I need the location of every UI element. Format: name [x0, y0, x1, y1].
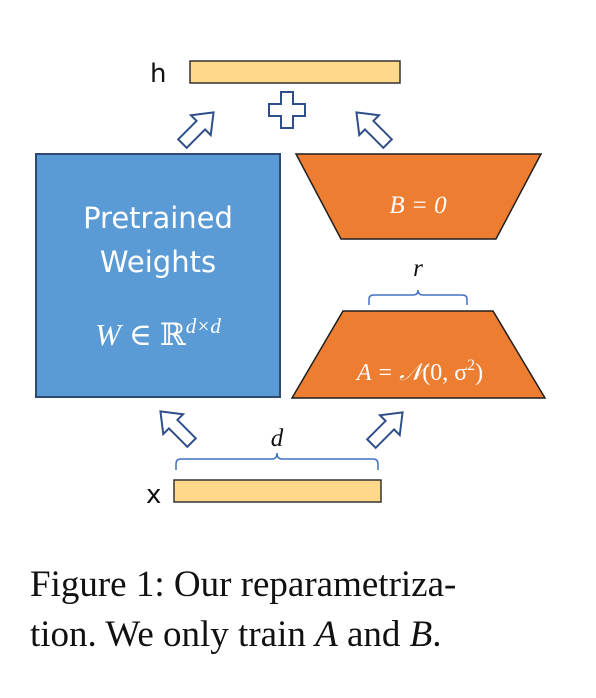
caption-var-a: A — [315, 614, 338, 655]
matrix-a-formula: A = 𝒩(0, σ2) — [355, 357, 483, 386]
pretrained-label-line1: Pretrained — [83, 201, 233, 235]
input-vector-x — [173, 479, 382, 503]
caption-period: . — [432, 614, 442, 655]
rank-label: r — [413, 255, 423, 282]
formula-element-of: ∈ — [129, 317, 152, 352]
caption-and: and — [337, 614, 410, 655]
arrow-pretrained-to-output — [176, 111, 215, 150]
arrow-input-to-lora — [365, 411, 404, 450]
matrix-a-close: ) — [475, 360, 483, 386]
formula-real-set: ℝ — [160, 317, 186, 352]
output-vector-h — [189, 60, 401, 84]
caption-line2-start: tion. We only train — [30, 614, 316, 655]
pretrained-label-line2: Weights — [100, 245, 216, 279]
arrow-lora-to-output — [355, 111, 394, 150]
pretrained-weights-block — [35, 153, 281, 398]
matrix-b-block — [294, 153, 543, 240]
lora-diagram: h Pretrained Weights W∈ℝd×d B = 0 r A = … — [35, 59, 547, 510]
formula-var-w: W — [95, 317, 124, 352]
dimension-brace — [175, 452, 379, 470]
matrix-a-block — [290, 310, 547, 399]
dimension-label: d — [271, 425, 284, 452]
caption-var-b: B — [409, 614, 433, 655]
figure-caption: Figure 1: Our reparametriza-tion. We onl… — [30, 560, 570, 660]
formula-exponent: d×d — [186, 314, 222, 338]
output-label: h — [150, 59, 166, 89]
arrow-input-to-pretrained — [159, 410, 198, 449]
pretrained-formula: W∈ℝd×d — [95, 314, 221, 352]
input-label: x — [146, 480, 161, 510]
caption-line1: Figure 1: Our reparametriza- — [30, 564, 457, 605]
matrix-b-formula: B = 0 — [389, 192, 447, 219]
matrix-a-args: (0, σ — [422, 360, 467, 386]
rank-brace — [368, 289, 468, 305]
plus-icon — [268, 91, 306, 129]
matrix-a-prefix: A = — [355, 360, 399, 386]
matrix-a-sup: 2 — [467, 357, 475, 374]
